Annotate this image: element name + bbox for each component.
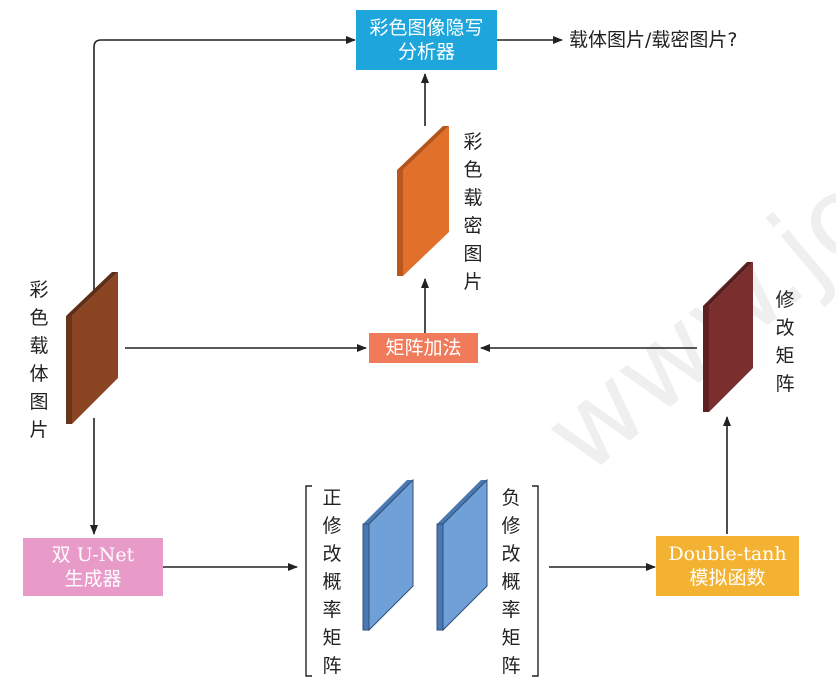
bracket-right xyxy=(532,485,539,677)
stego-image-panel xyxy=(397,126,449,276)
matrix-addition-label: 矩阵加法 xyxy=(385,337,462,359)
double-tanh-line1: Double-tanh xyxy=(668,543,787,565)
cover-image-label: 彩色载 体图片 xyxy=(29,279,49,441)
cover-image-panel xyxy=(66,272,118,424)
modify-matrix-panel xyxy=(703,262,753,412)
steganalyzer-box: 彩色图像隐写 分析器 xyxy=(356,10,497,70)
steganalyzer-line2: 分析器 xyxy=(397,41,455,63)
negative-probability-label: 负修改 概率矩 阵 xyxy=(501,487,521,677)
generator-box: 双 U-Net 生成器 xyxy=(23,538,163,596)
output-label: 载体图片/载密图片? xyxy=(569,29,738,51)
negative-probability-panel xyxy=(436,478,488,632)
double-tanh-line2: 模拟函数 xyxy=(689,567,766,589)
matrix-addition-box: 矩阵加法 xyxy=(369,333,478,363)
generator-line2: 生成器 xyxy=(64,568,122,590)
modify-matrix-label: 修改 矩阵 xyxy=(775,289,795,395)
bracket-left xyxy=(305,485,312,677)
generator-line1: 双 U-Net xyxy=(51,544,135,566)
positive-probability-label: 正修改 概率矩 阵 xyxy=(322,487,342,677)
positive-probability-panel xyxy=(362,478,414,632)
steganalyzer-line1: 彩色图像隐写 xyxy=(369,17,484,39)
double-tanh-box: Double-tanh 模拟函数 xyxy=(656,536,799,596)
stego-image-label: 彩色载 密图片 xyxy=(463,131,483,293)
arrow-cover-to-analyzer xyxy=(93,36,356,300)
